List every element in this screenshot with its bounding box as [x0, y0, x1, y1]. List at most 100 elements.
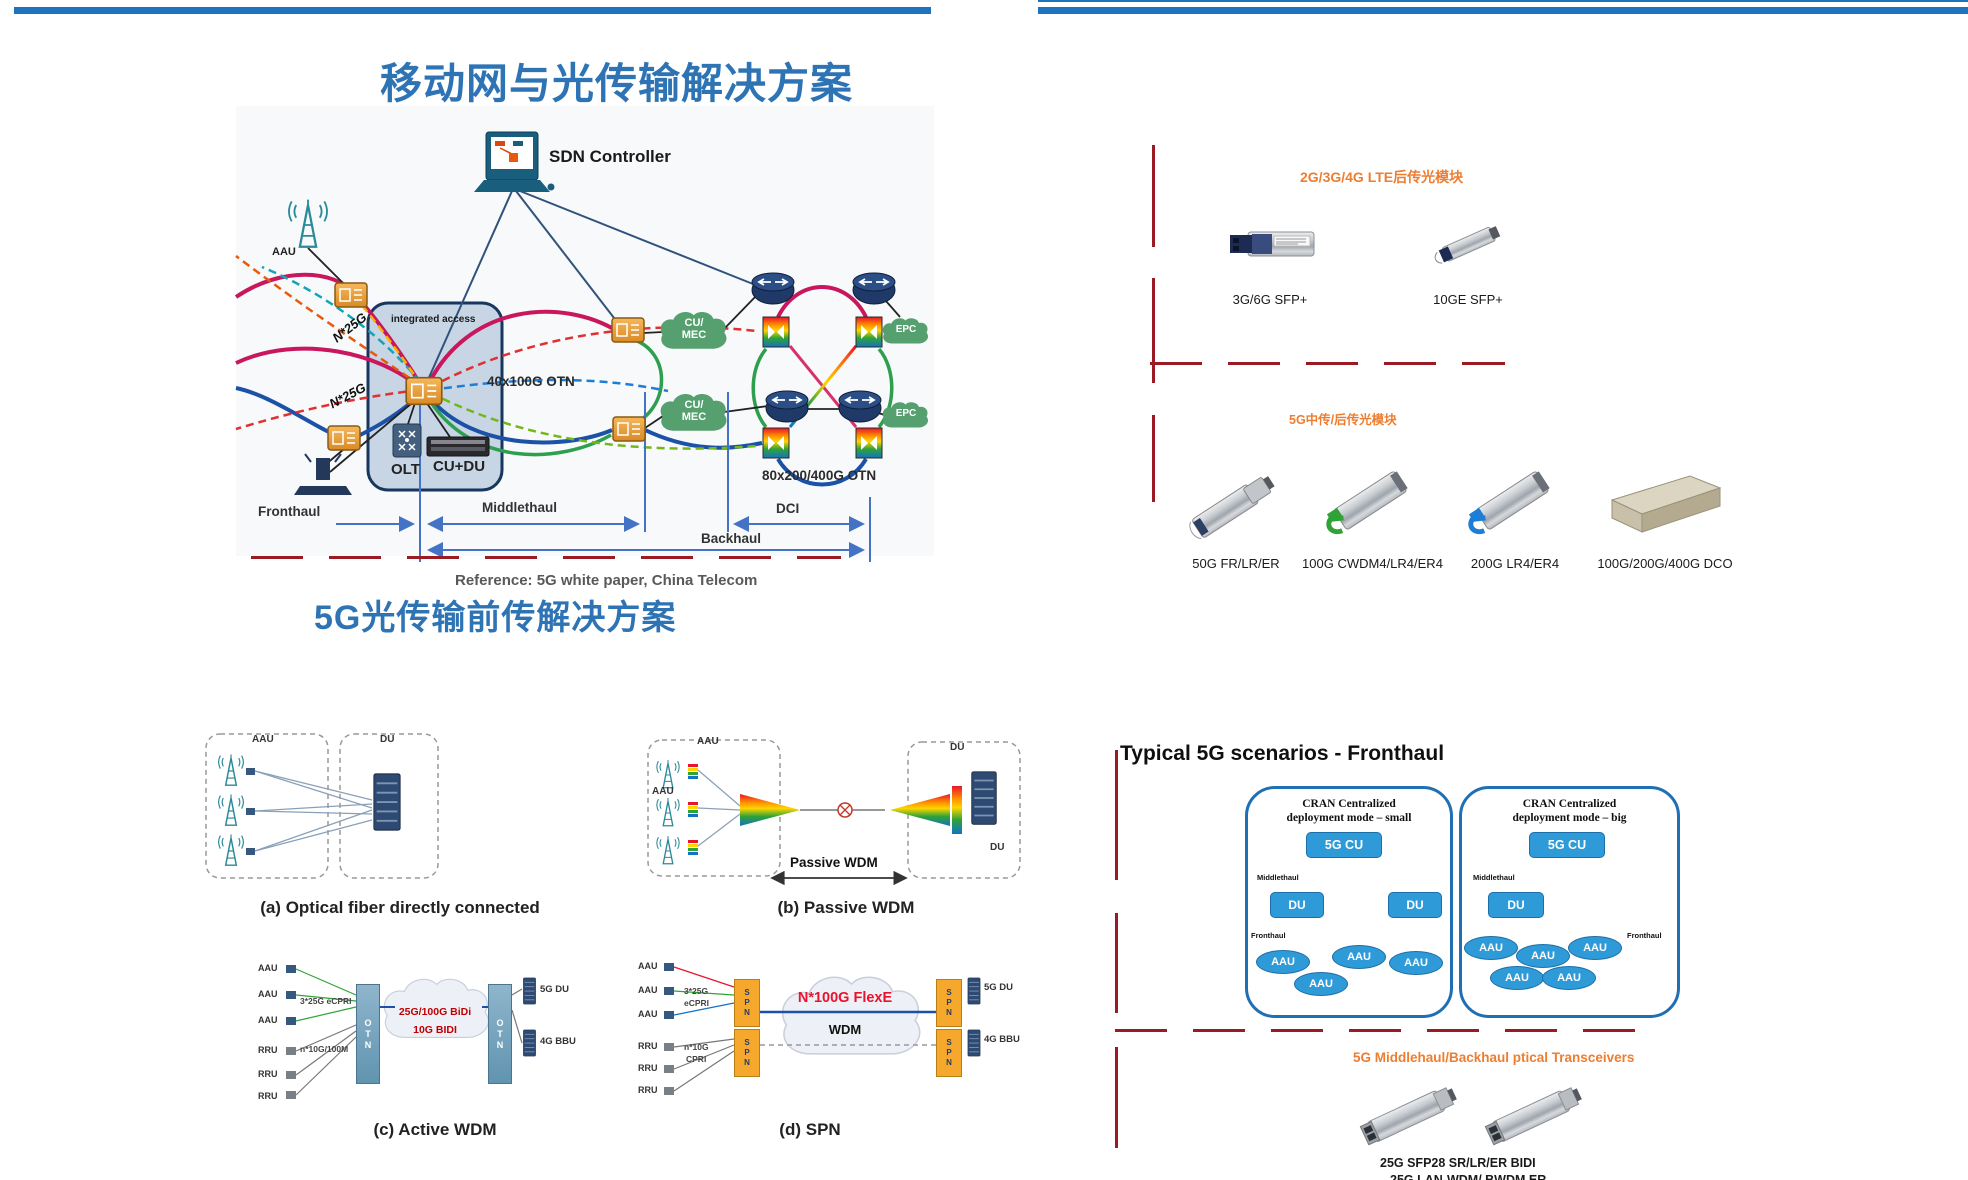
sfp-module-image	[1230, 231, 1315, 257]
panel-divider	[1115, 1047, 1118, 1148]
panel-d-annotation: CPRI	[686, 1054, 707, 1064]
panel-d-port-label: AAU	[638, 1009, 658, 1019]
panel-divider	[1152, 415, 1155, 502]
top-rule-right	[1038, 0, 1968, 2]
panel-d-annotation: n*10G	[684, 1042, 709, 1052]
cu-du-label: CU+DU	[433, 458, 486, 475]
section-divider-dashed	[1150, 362, 1505, 365]
module-label: 10GE SFP+	[1433, 292, 1503, 307]
panel-c-du-label: 5G DU	[540, 984, 570, 995]
spn-box: SPN	[936, 979, 962, 1027]
fronthaul-label: Fronthaul	[258, 504, 321, 519]
wdm-label: WDM	[828, 1022, 862, 1037]
panel-d-port-label: AAU	[638, 985, 658, 995]
panel-d-caption: (d) SPN	[779, 1120, 841, 1139]
cu-du-server-icon	[426, 436, 490, 457]
panel-c-annotation: n*10G/100M	[300, 1044, 349, 1054]
panel-c-caption: (c) Active WDM	[373, 1120, 497, 1139]
aau-node: AAU	[1568, 936, 1622, 960]
aau-node: AAU	[1464, 936, 1518, 960]
panel-d-diagram	[664, 963, 981, 1095]
epc-label: EPC	[895, 408, 917, 419]
module-label: 3G/6G SFP+	[1232, 292, 1308, 307]
router-icon	[751, 272, 795, 305]
panel-c-port-label: RRU	[258, 1069, 278, 1079]
panel-b-du-label: DU	[990, 842, 1005, 853]
panel-d-port-label: RRU	[638, 1063, 658, 1073]
panel-d-du-label: 5G DU	[984, 982, 1014, 993]
section-divider-dashed	[1115, 1029, 1640, 1032]
aau-node: AAU	[1389, 951, 1443, 975]
sdn-controller-label: SDN Controller	[549, 147, 671, 166]
panel-c-bbu-label: 4G BBU	[540, 1036, 576, 1047]
cu-mec-label: CU/	[684, 317, 704, 329]
panel-b-caption: (b) Passive WDM	[777, 898, 915, 917]
du-node: DU	[1270, 892, 1324, 918]
lte-modules-title: 2G/3G/4G LTE后传光模块	[1300, 169, 1464, 185]
panel-d-annotation: eCPRI	[684, 998, 710, 1008]
cu-node: 5G CU	[1529, 832, 1605, 858]
aau-label: AAU	[272, 246, 296, 258]
slide2-title: 5G光传输前传解决方案	[314, 599, 677, 637]
top-bar-right	[1038, 7, 1968, 14]
panel-a-caption: (a) Optical fiber directly connected	[260, 898, 540, 917]
router-icon	[838, 390, 882, 423]
panel-c-port-label: RRU	[258, 1091, 278, 1101]
panel-c-port-label: AAU	[258, 1015, 278, 1025]
dci-label: DCI	[776, 501, 800, 516]
sfp-module-image	[1434, 226, 1501, 264]
cu-node: 5G CU	[1306, 832, 1382, 858]
dco-module-image	[1610, 475, 1722, 533]
panel-a-diagram	[205, 733, 439, 879]
access-node-icon	[334, 282, 368, 308]
transceivers-title: 5G Middlehaul/Backhaul ptical Transceive…	[1353, 1050, 1635, 1065]
router-icon	[765, 390, 809, 423]
panel-c-cloud-label: 10G BIDI	[413, 1024, 457, 1036]
slide-divider-dashed	[251, 556, 841, 559]
spn-box: SPN	[734, 979, 760, 1027]
panel-d-port-label: RRU	[638, 1085, 658, 1095]
aau-node: AAU	[1294, 972, 1348, 996]
spn-box: SPN	[936, 1029, 962, 1077]
middlethaul-tag: Middlethaul	[1473, 873, 1515, 882]
aau-node: AAU	[1516, 944, 1570, 968]
otn-box: OTN	[356, 984, 380, 1084]
base-station-icon	[294, 453, 352, 495]
module-label: 100G/200G/400G DCO	[1597, 556, 1733, 571]
aau-node: AAU	[1542, 966, 1596, 990]
scenarios-title: Typical 5G scenarios - Fronthaul	[1120, 742, 1445, 765]
olt-icon	[392, 423, 422, 458]
module-label: 200G LR4/ER4	[1470, 556, 1560, 571]
panel-divider	[1115, 913, 1118, 1013]
transceiver-label-clipped: 25G LAN-WDM/ BWDM ER	[1390, 1173, 1547, 1180]
otn-40g-label: 40x100G OTN	[487, 374, 575, 389]
panel-b-aau-label: AAU	[697, 736, 719, 747]
panel-c-port-label: RRU	[258, 1045, 278, 1055]
top-bar-left	[14, 7, 931, 14]
g5-modules-title: 5G中传/后传光模块	[1289, 413, 1397, 427]
sdn-controller-icon	[474, 131, 555, 192]
panel-a-aau-label: AAU	[252, 734, 274, 745]
panel-a-du-label: DU	[380, 734, 395, 745]
hub-node-icon	[405, 376, 443, 406]
panel-divider	[1152, 278, 1155, 383]
backhaul-label: Backhaul	[701, 531, 762, 546]
router-icon	[852, 272, 896, 305]
edge-node-icon	[611, 317, 645, 343]
otn-node-icon	[762, 427, 790, 459]
passive-wdm-label: Passive WDM	[790, 855, 878, 870]
middlethaul-label: Middlethaul	[482, 500, 557, 515]
panel-d-port-label: AAU	[638, 961, 658, 971]
otn-80g-label: 80x200/400G OTN	[762, 468, 877, 483]
qsfp-100g-image	[1326, 471, 1408, 535]
panel-d-port-label: RRU	[638, 1041, 658, 1051]
aau-node: AAU	[1332, 945, 1386, 969]
access-node-icon	[327, 425, 361, 451]
panel-divider	[1115, 750, 1118, 880]
mobile-optical-network-diagram	[235, 106, 934, 562]
aau-node: AAU	[1490, 966, 1544, 990]
panel-c-annotation: 3*25G eCPRI	[300, 996, 352, 1006]
fronthaul-tag: Fronthaul	[1627, 931, 1662, 940]
middlethaul-tag: Middlethaul	[1257, 873, 1299, 882]
